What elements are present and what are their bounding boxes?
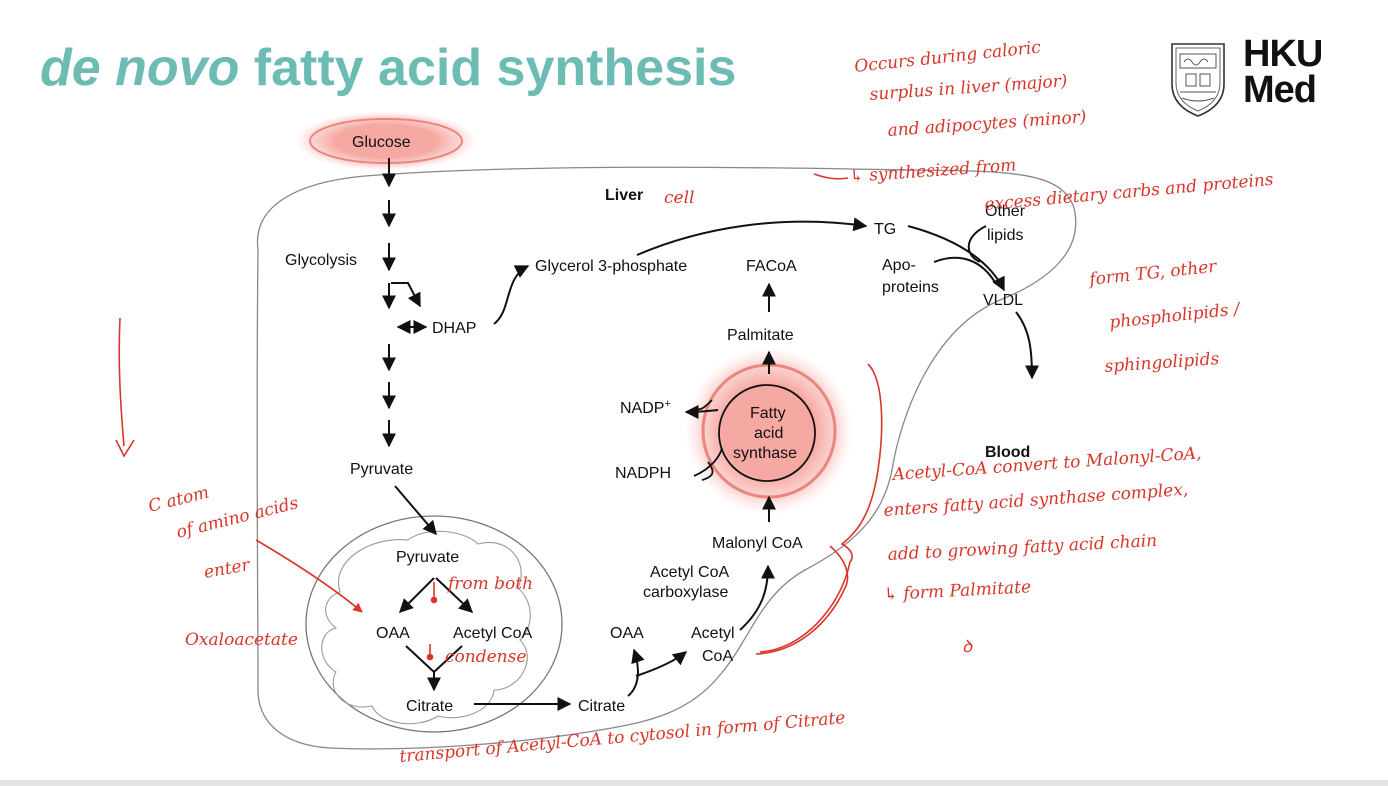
label-acc-2: carboxylase xyxy=(643,584,728,601)
note-acetyl-3: add to growing fatty acid chain xyxy=(887,531,1157,565)
label-dhap: DHAP xyxy=(432,320,476,337)
note-occurs-3: and adipocytes (minor) xyxy=(887,107,1087,141)
logo-line-1: HKU xyxy=(1243,33,1323,75)
label-acc-1: Acetyl CoA xyxy=(650,564,729,581)
label-fas-2: acid xyxy=(754,425,783,442)
slide-bottom-bar xyxy=(0,780,1388,786)
note-squiggle: ꝺ xyxy=(962,637,973,657)
note-c-atom-3: enter xyxy=(202,555,252,583)
label-acetylcoa-cytosol-2: CoA xyxy=(702,648,733,665)
label-citrate-cytosol: Citrate xyxy=(578,698,625,715)
label-acetylcoa-mito: Acetyl CoA xyxy=(453,625,532,642)
label-vldl: VLDL xyxy=(983,292,1023,309)
note-transport: transport of Acetyl-CoA to cytosol in fo… xyxy=(399,708,846,767)
label-glucose: Glucose xyxy=(352,134,411,151)
note-form-3: sphingolipids xyxy=(1104,349,1220,377)
note-acetyl-1: Acetyl-CoA convert to Malonyl-CoA, xyxy=(890,443,1202,485)
mitochondrion-cristae xyxy=(321,530,531,725)
pathway-arrows xyxy=(382,158,1039,711)
hkumed-logo: HKU Med xyxy=(1243,33,1323,111)
fas-circle xyxy=(718,384,816,482)
university-crest-logo xyxy=(1171,43,1225,117)
label-pyruvate-mito: Pyruvate xyxy=(396,549,459,566)
label-citrate-mito: Citrate xyxy=(406,698,453,715)
glucose-highlight xyxy=(294,111,478,171)
note-oxaloacetate: Oxaloacetate xyxy=(185,630,298,650)
note-condense: condense xyxy=(445,647,526,667)
label-other-lipids-2: lipids xyxy=(987,227,1023,244)
note-occurs-2: surplus in liver (major) xyxy=(869,71,1068,105)
note-form-2: phospholipids / xyxy=(1108,299,1242,333)
label-apoproteins-2: proteins xyxy=(882,279,939,296)
fas-highlight xyxy=(685,347,853,515)
label-oaa-mito: OAA xyxy=(376,625,410,642)
label-apoproteins-1: Apo- xyxy=(882,257,916,274)
label-facoa: FACoA xyxy=(746,258,797,275)
label-glycolysis: Glycolysis xyxy=(285,252,357,269)
label-glycerol-3-phosphate: Glycerol 3-phosphate xyxy=(535,258,687,275)
label-oaa-cytosol: OAA xyxy=(610,625,644,642)
logo-line-2: Med xyxy=(1243,69,1317,111)
note-occurs-1: Occurs during caloric xyxy=(853,37,1042,77)
note-cell: cell xyxy=(664,188,694,208)
note-form-1: form TG, other xyxy=(1086,257,1218,291)
label-acetylcoa-cytosol-1: Acetyl xyxy=(691,625,735,642)
label-fas-3: synthase xyxy=(733,445,797,462)
label-blood: Blood xyxy=(985,444,1030,461)
mitochondrion-outer xyxy=(305,515,563,733)
note-from-both: from both xyxy=(446,574,533,594)
note-acetyl-4: ↳ form Palmitate xyxy=(883,577,1031,605)
note-synth-1: ↳ synthesized from xyxy=(849,155,1017,187)
label-liver: Liver xyxy=(605,187,643,204)
label-nadp: NADP+ xyxy=(620,398,671,417)
liver-cell-outline xyxy=(256,166,1077,750)
label-nadph: NADPH xyxy=(615,465,671,482)
title-rest: fatty acid synthesis xyxy=(239,39,737,97)
note-acetyl-2: enters fatty acid synthase complex, xyxy=(883,480,1189,521)
label-malonyl-coa: Malonyl CoA xyxy=(712,535,803,552)
label-fas-1: Fatty xyxy=(750,405,786,422)
note-c-atom-1: C atom xyxy=(146,483,211,517)
slide-title: de novo fatty acid synthesis xyxy=(40,38,736,98)
label-tg: TG xyxy=(874,221,896,238)
label-pyruvate-cytosol: Pyruvate xyxy=(350,461,413,478)
title-italic: de novo xyxy=(40,39,240,97)
label-other-lipids-1: Other xyxy=(985,203,1026,220)
label-palmitate: Palmitate xyxy=(727,327,794,344)
